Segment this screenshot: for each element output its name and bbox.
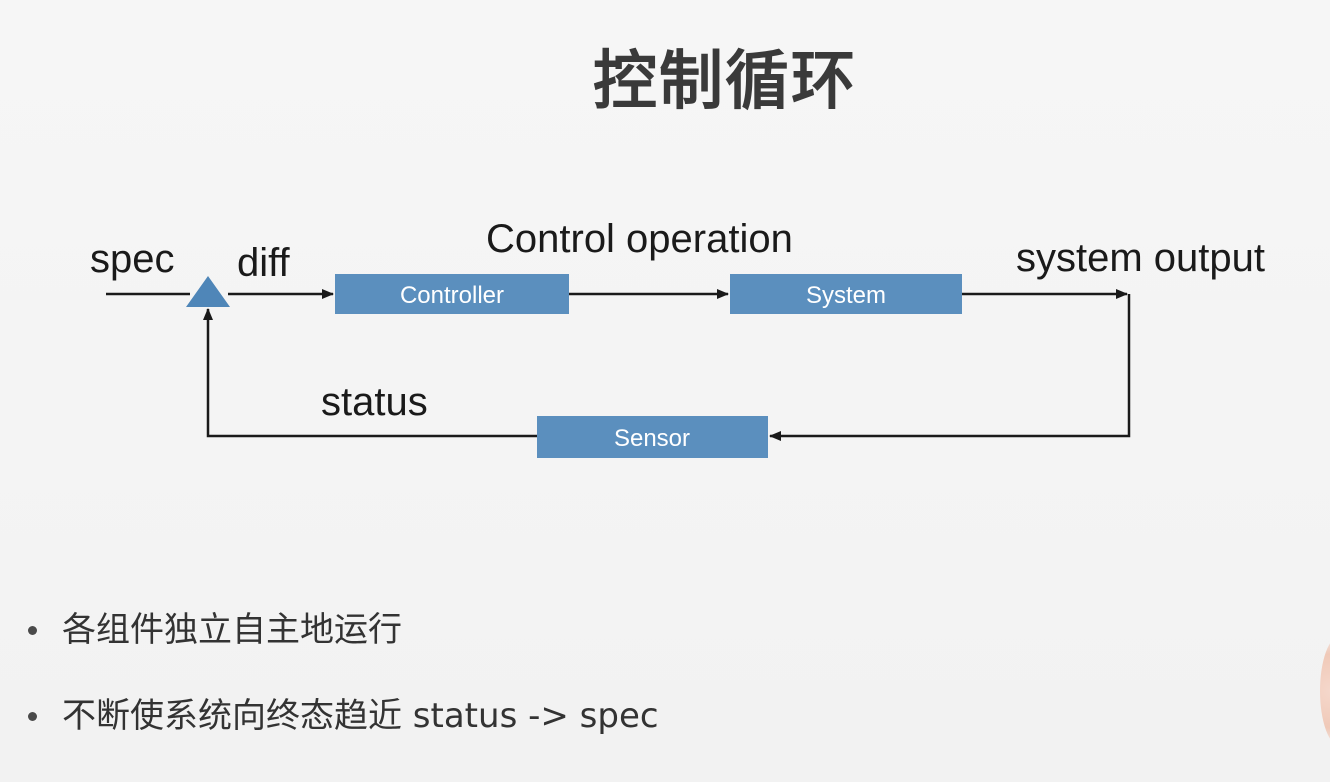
bullet-item: 各组件独立自主地运行 [28,606,659,654]
sensor-label: Sensor [614,425,690,452]
bullet-dot-icon [28,626,37,635]
system-output-label: system output [1016,236,1265,280]
bullet-list: 各组件独立自主地运行 不断使系统向终态趋近 status -> spec [28,606,659,778]
comparator-triangle [186,276,230,307]
control-operation-label: Control operation [486,217,793,261]
bullet-item: 不断使系统向终态趋近 status -> spec [28,692,659,740]
edge-decoration [1320,636,1330,746]
controller-label: Controller [400,282,504,309]
spec-label: spec [90,237,175,281]
system-label: System [806,282,886,309]
status-label: status [321,380,428,424]
sensor-to-comparator-line [203,308,537,438]
diff-label: diff [237,241,291,285]
system-box: System [730,274,962,314]
controller-box: Controller [335,274,569,314]
output-to-sensor-line [769,294,1131,441]
bullet-text: 不断使系统向终态趋近 status -> spec [62,696,659,736]
bullet-dot-icon [28,712,37,721]
slide-title: 控制循环 [593,45,857,119]
bullet-text: 各组件独立自主地运行 [62,610,402,650]
sensor-box: Sensor [537,416,768,458]
